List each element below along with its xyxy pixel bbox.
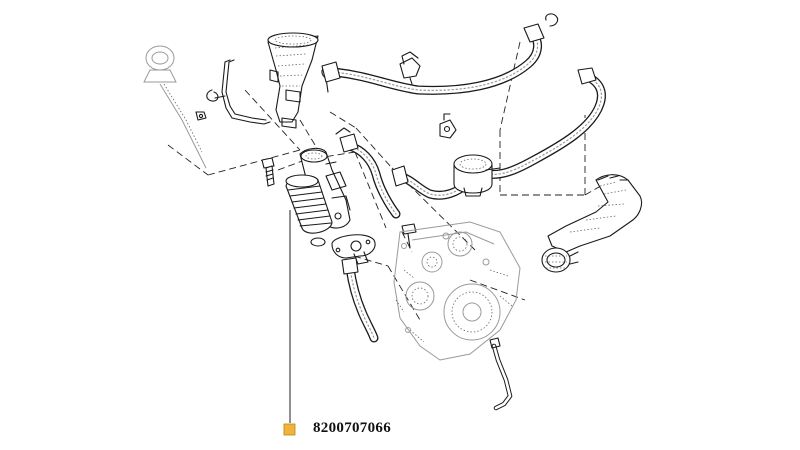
- assembly-guide-lines: [167, 41, 621, 321]
- part-number-label[interactable]: 8200707066: [313, 420, 391, 436]
- upper-breather-hose: [321, 13, 559, 95]
- dipstick-tube: [489, 337, 513, 411]
- oil-cooler-canister: [285, 174, 333, 234]
- intake-air-duct: [541, 174, 643, 273]
- breather-bracket-wire: [195, 59, 271, 125]
- retaining-clip: [439, 113, 457, 139]
- oil-separator-funnel: [267, 32, 334, 129]
- lower-oil-hose: [341, 257, 379, 343]
- engine-block-ghost: [393, 221, 521, 361]
- part-marker-square[interactable]: [283, 423, 296, 436]
- oil-filter-housing: [299, 147, 351, 229]
- dipstick-ghost: [143, 45, 207, 169]
- right-return-hose: [483, 67, 606, 179]
- part-callout: [283, 210, 296, 436]
- breather-canister: [391, 154, 501, 200]
- banjo-bolt: [261, 157, 275, 187]
- short-breather-hose: [335, 127, 401, 219]
